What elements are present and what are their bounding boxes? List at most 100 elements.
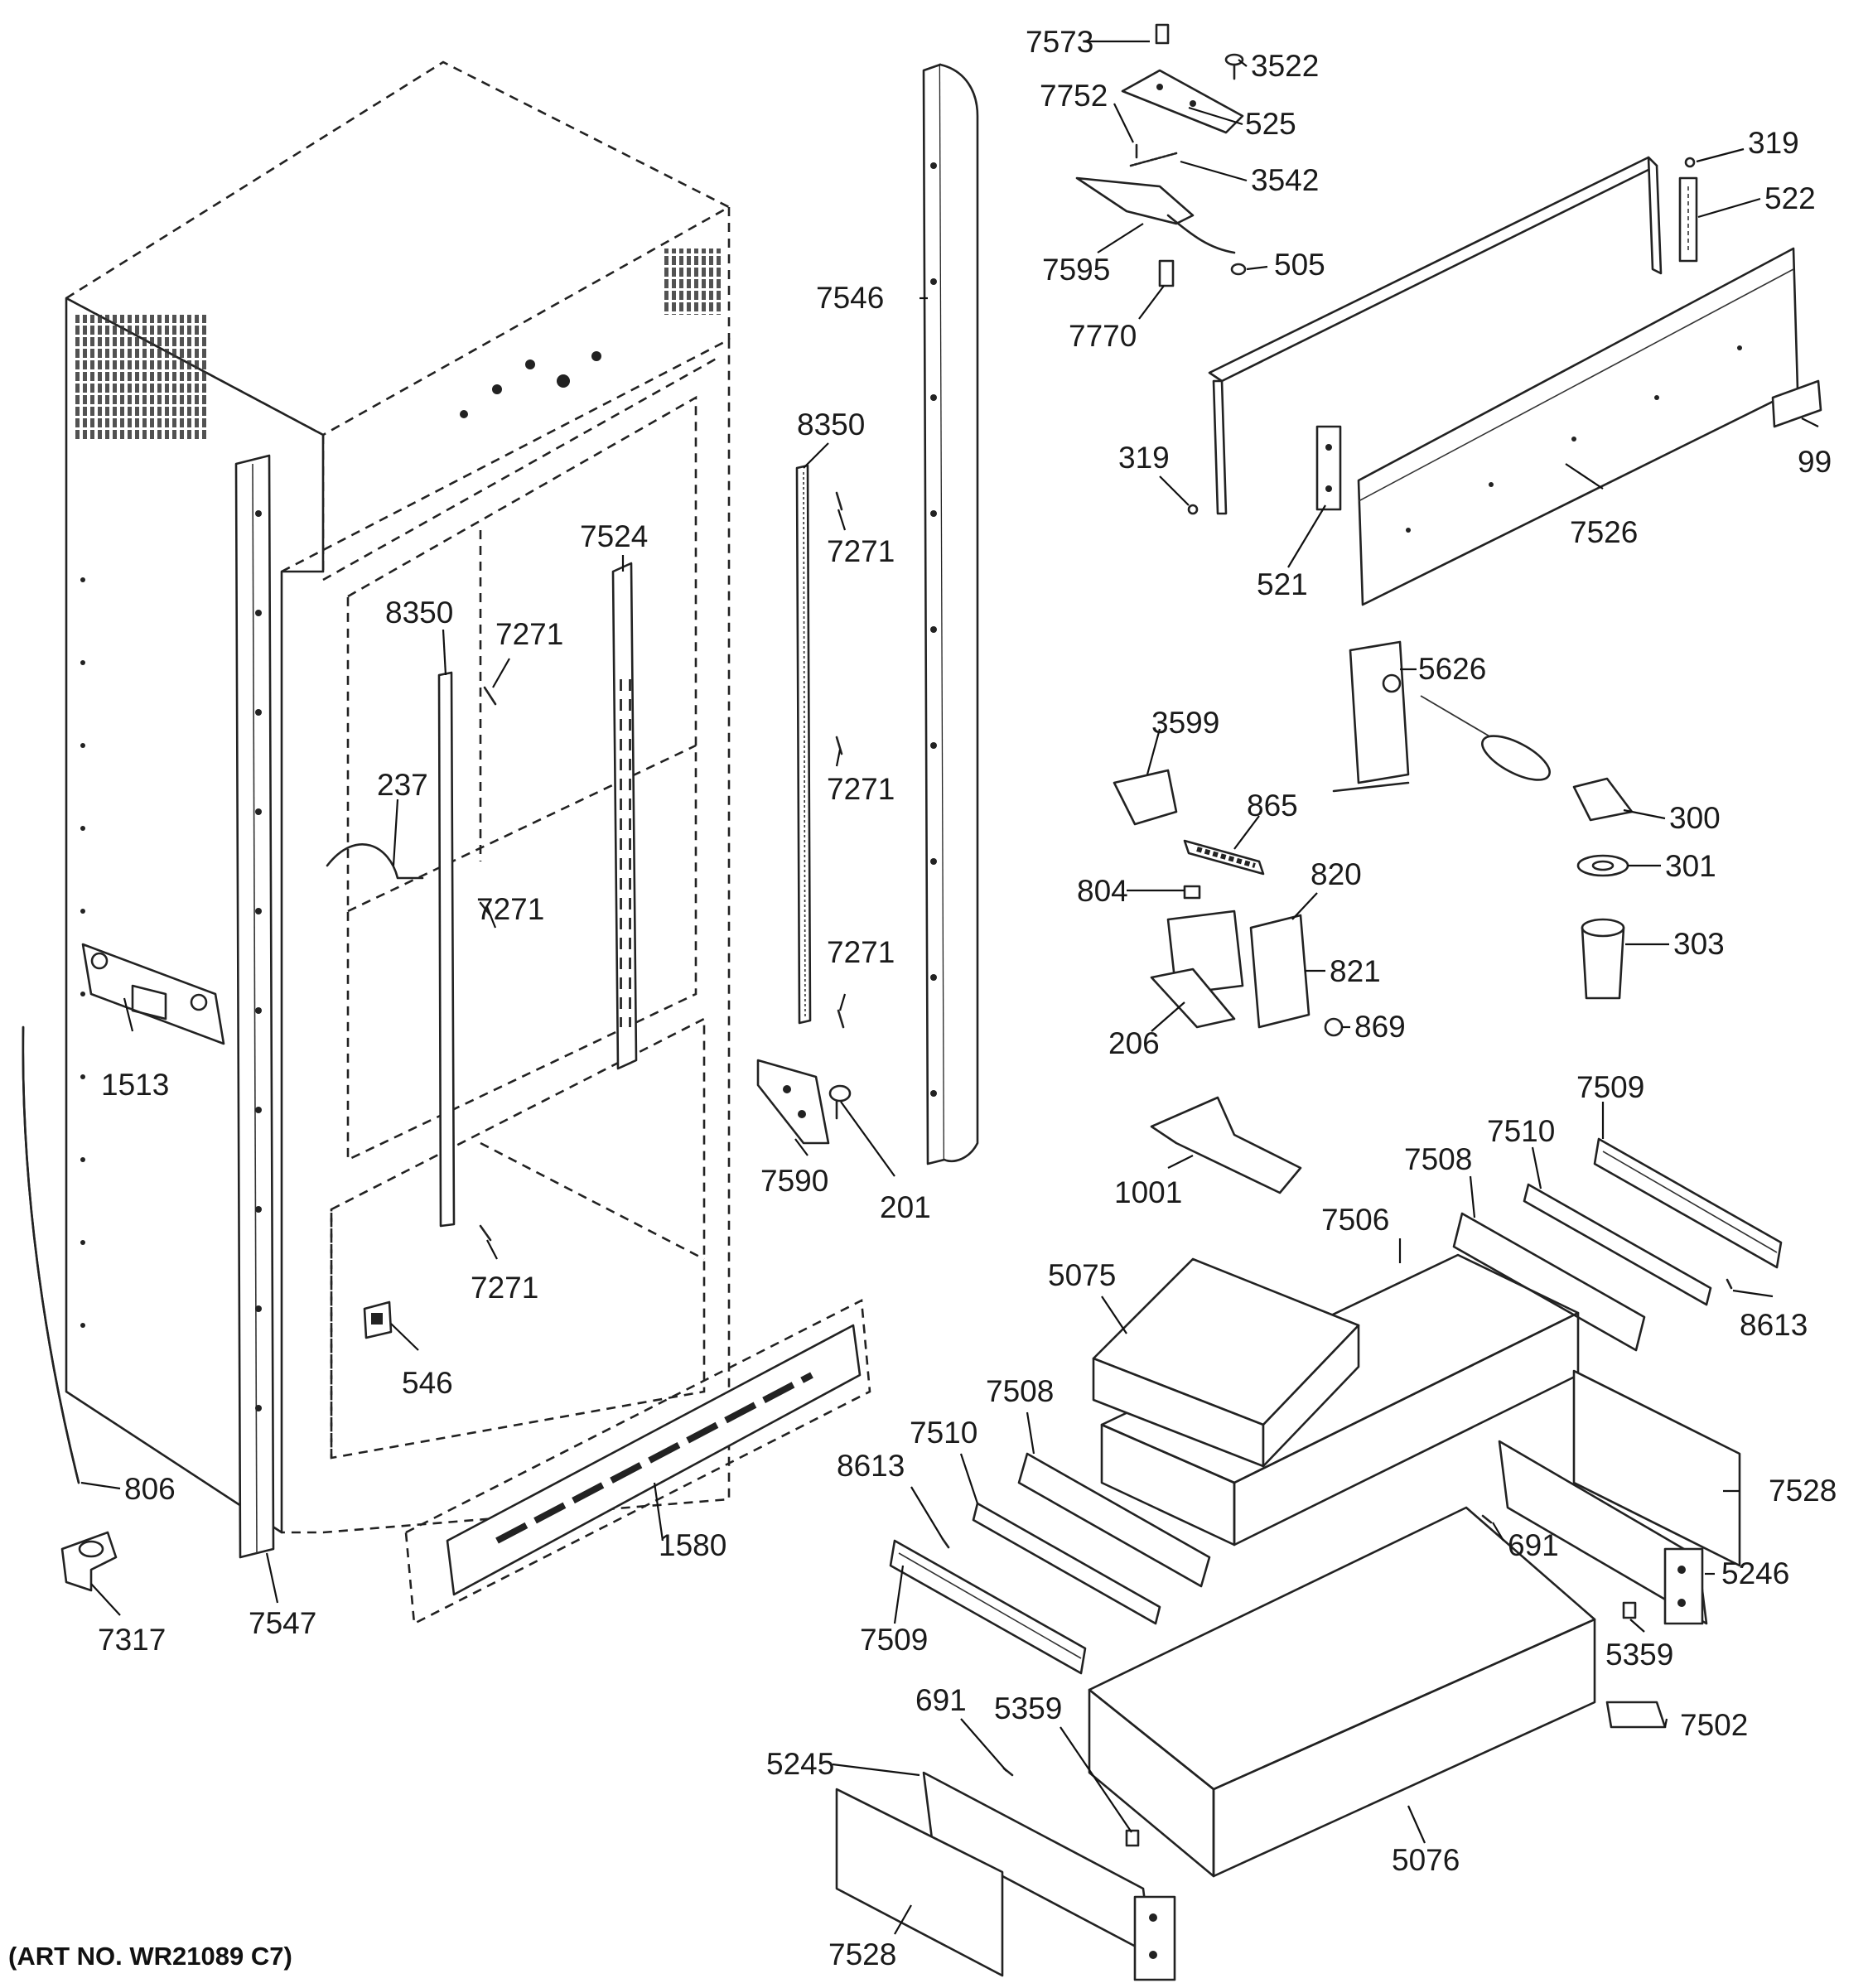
callout-5245: 5245 [766, 1747, 834, 1781]
callout-7546: 7546 [816, 281, 884, 315]
art-number: (ART NO. WR21089 C7) [8, 1942, 292, 1971]
part-206-tray [1150, 967, 1236, 1029]
callout-7271-f: 7271 [471, 1271, 538, 1305]
part-7573-pin [1155, 23, 1170, 45]
callout-7528-right: 7528 [1769, 1474, 1837, 1508]
part-7528-panel-right [1572, 1369, 1741, 1567]
callout-301: 301 [1665, 849, 1716, 883]
callout-7510-upper: 7510 [1487, 1114, 1555, 1148]
callout-7770: 7770 [1069, 319, 1137, 353]
leader-lines [80, 40, 1819, 1935]
part-5245-bracket [922, 1771, 1176, 1981]
part-1001-bracket [1150, 1096, 1302, 1194]
callout-546: 546 [402, 1366, 453, 1400]
part-546-switch [363, 1300, 393, 1339]
callout-300: 300 [1669, 801, 1721, 835]
callout-319-mid: 319 [1118, 441, 1170, 475]
part-8613-screw-lower [941, 1537, 950, 1549]
callout-7595: 7595 [1042, 253, 1110, 287]
callout-5626: 5626 [1418, 652, 1486, 686]
part-8613-screw-upper [1726, 1278, 1733, 1290]
screws-7271-cabinet [479, 686, 497, 1242]
callout-7271-b: 7271 [495, 617, 563, 651]
part-7509-slide-upper [1593, 1137, 1783, 1269]
callout-522: 522 [1764, 181, 1816, 215]
part-237-tube [326, 843, 424, 880]
part-303-container [1581, 918, 1625, 1000]
callout-303: 303 [1673, 927, 1725, 961]
callout-201: 201 [880, 1190, 931, 1224]
callout-5359-lower: 5359 [994, 1691, 1062, 1725]
part-7546-channel [922, 63, 979, 1165]
callout-237: 237 [377, 768, 428, 802]
callout-869: 869 [1354, 1010, 1406, 1044]
part-3599-bracket [1113, 769, 1178, 826]
part-806-tube-inner [22, 1025, 80, 1484]
callout-5075: 5075 [1048, 1258, 1116, 1292]
part-7508-rail-lower [1017, 1452, 1211, 1588]
callout-7271-d: 7271 [476, 892, 544, 926]
callout-8613-upper: 8613 [1740, 1308, 1808, 1342]
callout-5076: 5076 [1392, 1843, 1460, 1877]
part-821-control-box [1249, 914, 1310, 1029]
part-7528-panel-lower [835, 1788, 1004, 1977]
callout-7506: 7506 [1321, 1203, 1389, 1237]
part-319-screw-a [1684, 157, 1696, 168]
part-869-grommet [1324, 1017, 1344, 1037]
part-7510-slide-lower [972, 1502, 1161, 1625]
callout-7573: 7573 [1026, 25, 1093, 59]
callout-8350-right: 8350 [797, 408, 865, 442]
part-7506-basket-upper [1100, 1253, 1580, 1546]
part-865-grille [1183, 839, 1265, 876]
callout-7528-lower: 7528 [828, 1937, 896, 1971]
callout-521: 521 [1257, 567, 1308, 601]
callout-8613-lower: 8613 [837, 1449, 905, 1483]
callout-7509-upper: 7509 [1576, 1070, 1644, 1104]
callout-7502: 7502 [1680, 1708, 1748, 1742]
callout-206: 206 [1108, 1026, 1160, 1060]
callout-806: 806 [124, 1472, 176, 1506]
callout-1580: 1580 [659, 1528, 726, 1562]
part-7509-slide-lower [889, 1539, 1087, 1675]
part-5626-bracket [1332, 640, 1410, 793]
callout-5359-right: 5359 [1605, 1638, 1673, 1672]
callout-7509-lower: 7509 [860, 1623, 928, 1657]
part-201-roller [828, 1084, 852, 1120]
callout-7526: 7526 [1570, 515, 1638, 549]
callout-1001: 1001 [1114, 1175, 1182, 1209]
callout-8350-left: 8350 [385, 596, 453, 630]
part-521-bracket [1315, 425, 1342, 511]
callout-7752: 7752 [1040, 79, 1108, 113]
callout-7317: 7317 [98, 1623, 166, 1657]
part-8350-rail-left [437, 671, 456, 1228]
part-301-cup [1576, 854, 1629, 877]
callout-865: 865 [1247, 789, 1298, 823]
part-7526-top-frame [1208, 156, 1799, 606]
callout-7547: 7547 [249, 1606, 316, 1640]
callout-labels: 7573 3522 7752 525 3542 319 522 7595 505… [98, 25, 1837, 1971]
part-7502-latch [1605, 1701, 1667, 1729]
callout-7590: 7590 [760, 1164, 828, 1198]
part-99-badge [1771, 379, 1822, 428]
part-300-auger-motor [1420, 695, 1634, 822]
part-804-tab [1183, 885, 1201, 900]
callout-7510-lower: 7510 [910, 1416, 977, 1450]
part-3542-spring [1129, 152, 1178, 167]
screws-7271-rail [835, 491, 845, 1029]
callout-7271-e: 7271 [827, 935, 895, 969]
callout-3542: 3542 [1251, 163, 1319, 197]
callout-7508-lower: 7508 [986, 1374, 1054, 1408]
callout-3522: 3522 [1251, 49, 1319, 83]
part-7510-slide-upper [1523, 1183, 1712, 1306]
part-7524-rail [611, 562, 638, 1070]
callout-821: 821 [1330, 954, 1381, 988]
part-319-screw-b [1187, 504, 1199, 515]
callout-7271-c: 7271 [827, 772, 895, 806]
part-3522-screw [1224, 53, 1244, 80]
part-691-screw-right [1481, 1514, 1493, 1524]
callout-99: 99 [1798, 445, 1832, 479]
part-7317-clip [60, 1531, 118, 1592]
callout-820: 820 [1310, 857, 1362, 891]
callout-5246: 5246 [1721, 1556, 1789, 1590]
part-7547-trim-rail [234, 454, 275, 1559]
